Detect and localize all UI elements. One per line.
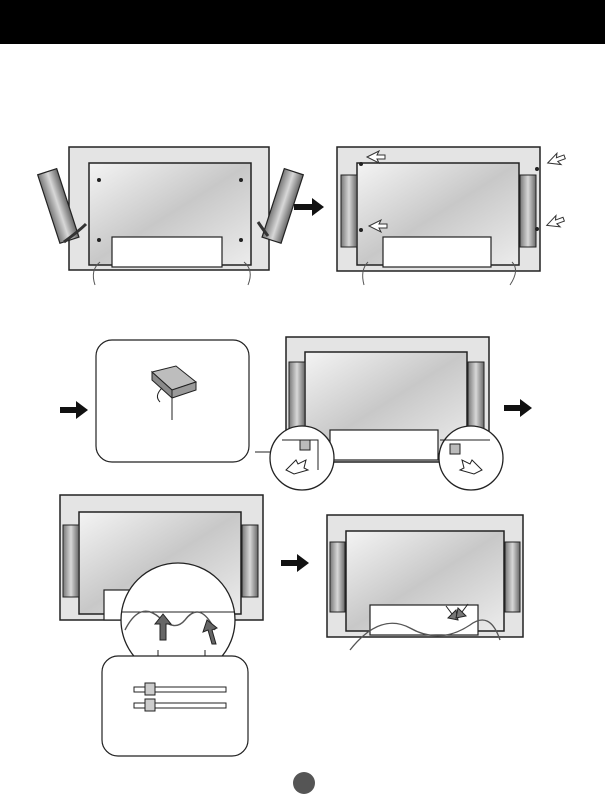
page-number-badge	[293, 772, 315, 794]
next-step-arrow-icon	[281, 554, 309, 572]
next-step-arrow-icon	[60, 401, 88, 419]
screws-fastened-step	[337, 147, 567, 285]
zoom-circle-icon	[439, 426, 503, 490]
cable-holder-mount-step	[255, 337, 503, 490]
next-step-arrow-icon	[294, 198, 324, 216]
cable-route-step	[60, 495, 263, 677]
zoom-circle-icon	[270, 426, 334, 490]
speaker-attach-step	[38, 147, 304, 285]
finished-step	[327, 515, 523, 650]
next-step-arrow-icon	[504, 399, 532, 417]
cable-tie-inset	[102, 650, 248, 756]
cable-holder-inset	[96, 340, 249, 462]
